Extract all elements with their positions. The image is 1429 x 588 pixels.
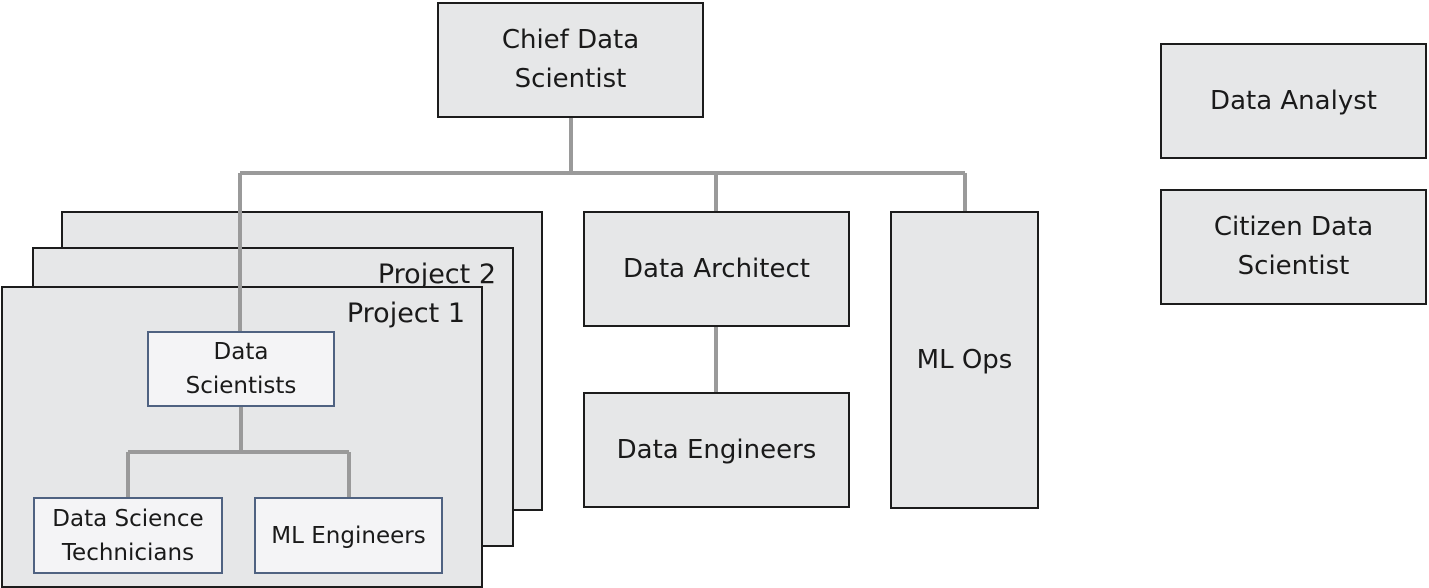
project-1-title: Project 1 <box>346 298 465 329</box>
data-scientists-label: Data Scientists <box>185 339 297 399</box>
chief-data-scientist-label: Chief Data Scientist <box>501 25 640 94</box>
data-analyst-box: Data Analyst <box>1160 43 1427 159</box>
project-2-title: Project 2 <box>377 259 496 290</box>
data-science-technicians-label: Data Science Technicians <box>52 505 204 566</box>
citizen-data-scientist-box: Citizen Data Scientist <box>1160 189 1427 305</box>
data-engineers-label: Data Engineers <box>616 434 817 465</box>
ml-ops-label: ML Ops <box>916 344 1013 375</box>
data-architect-box: Data Architect <box>583 211 850 327</box>
ml-engineers-label: ML Engineers <box>271 522 426 549</box>
data-analyst-label: Data Analyst <box>1210 85 1377 116</box>
ml-ops-box: ML Ops <box>890 211 1039 509</box>
ml-engineers-box: ML Engineers <box>254 497 443 574</box>
data-engineers-box: Data Engineers <box>583 392 850 508</box>
data-architect-label: Data Architect <box>623 253 810 284</box>
data-science-technicians-box: Data Science Technicians <box>33 497 223 574</box>
citizen-data-scientist-label: Citizen Data Scientist <box>1213 212 1374 281</box>
chief-data-scientist-box: Chief Data Scientist <box>437 2 704 118</box>
data-scientists-box: Data Scientists <box>147 331 335 407</box>
